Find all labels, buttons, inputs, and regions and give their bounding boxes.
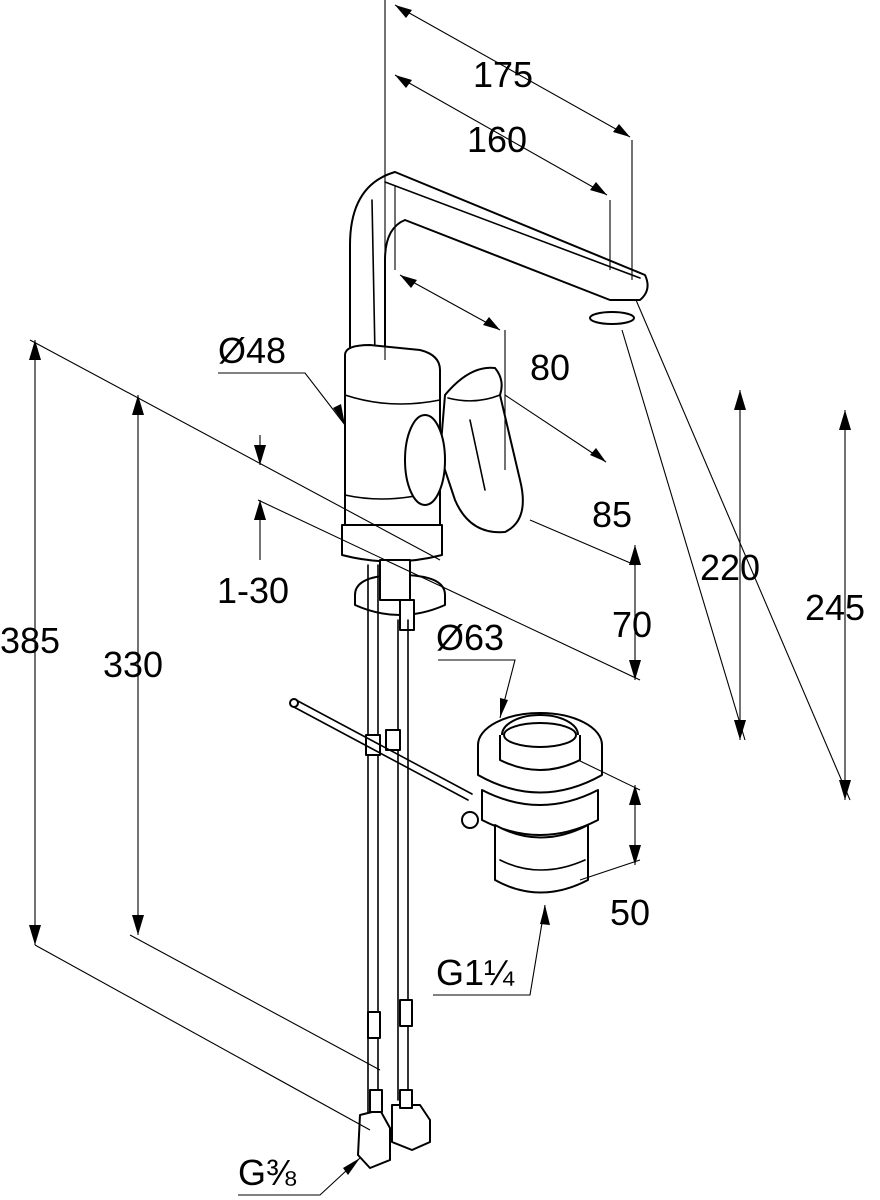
pop-up-waste — [477, 712, 603, 894]
thread-g3-8: G⅜ — [238, 1152, 297, 1193]
dim-50: 50 — [610, 892, 650, 933]
dim-diameter-63: Ø63 — [436, 617, 504, 658]
faucet-spout — [349, 171, 649, 361]
supply-hoses — [357, 564, 431, 1169]
dimension-labels: 175 160 Ø48 80 85 220 245 1-30 70 Ø63 38… — [0, 54, 865, 1193]
dim-85: 85 — [592, 494, 632, 535]
dim-175: 175 — [473, 54, 533, 95]
dim-70: 70 — [612, 604, 652, 645]
dim-245: 245 — [805, 587, 865, 628]
dimension-lines — [29, 0, 851, 1196]
dim-330: 330 — [103, 644, 163, 685]
drain-rod — [289, 698, 479, 829]
dim-80: 80 — [530, 347, 570, 388]
dim-diameter-48: Ø48 — [218, 330, 286, 371]
faucet-handle — [404, 366, 524, 534]
dim-1-30: 1-30 — [217, 570, 289, 611]
dim-160: 160 — [467, 119, 527, 160]
thread-g1-quarter: G1¼ — [436, 952, 515, 993]
dim-220: 220 — [700, 547, 760, 588]
dim-385: 385 — [0, 620, 60, 661]
